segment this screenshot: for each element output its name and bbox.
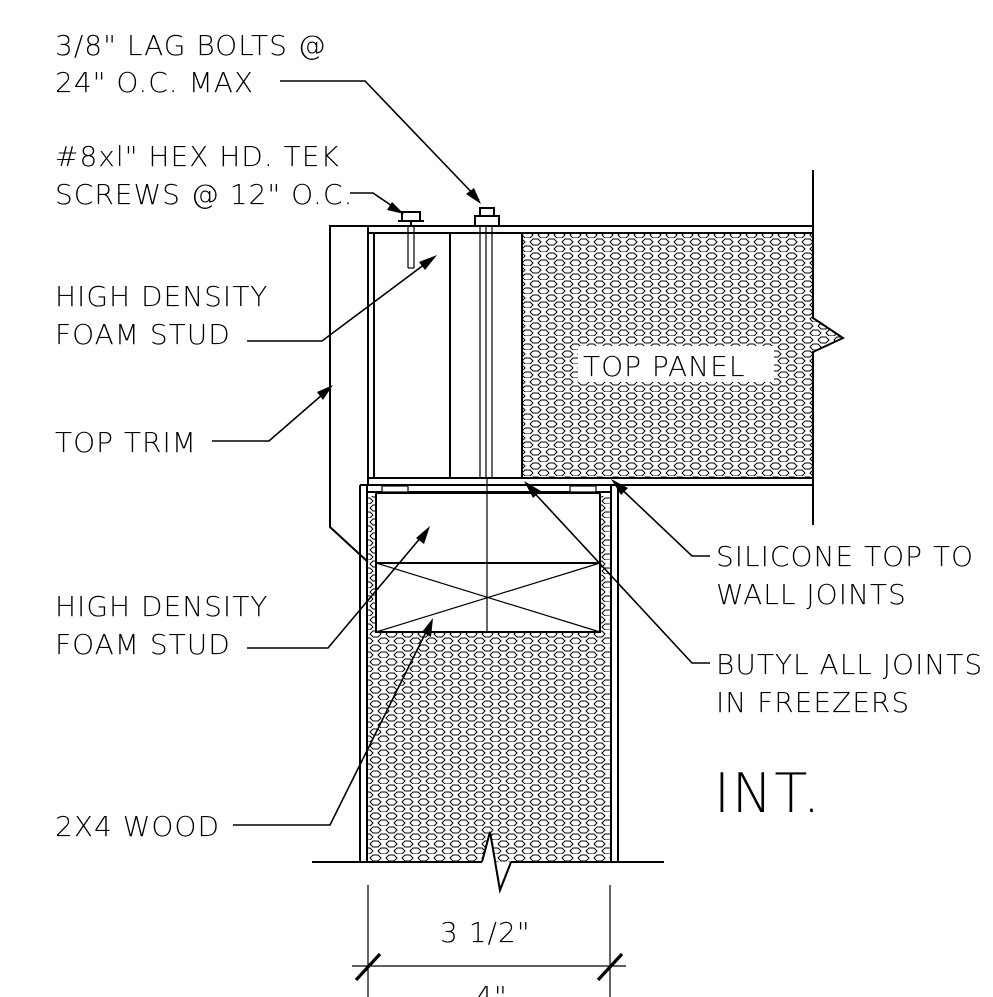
upper-foam-stud-label-line1: HIGH DENSITY <box>55 280 268 313</box>
tek-screw <box>398 211 424 226</box>
wood-label: 2X4 WOOD <box>55 810 220 843</box>
top-trim <box>329 225 369 563</box>
wall-panel <box>312 484 664 894</box>
tek-screws-label-line1: #8xl" HEX HD. TEK <box>55 140 340 173</box>
leaders <box>212 80 710 826</box>
upper-foam-stud-label-line2: FOAM STUD <box>55 318 231 351</box>
silicone-label-line1: SILICONE TOP TO <box>716 540 974 573</box>
lag-bolt <box>474 207 500 227</box>
lower-foam-stud-label-line1: HIGH DENSITY <box>55 590 268 623</box>
top-panel-label: TOP PANEL <box>583 350 745 383</box>
wood-2x4 <box>375 562 601 633</box>
tek-screws-label-line2: SCREWS @ 12" O.C. <box>55 178 353 211</box>
top-panel <box>367 170 846 525</box>
interior-label: INT. <box>714 762 822 825</box>
dimension-inner-label: 3 1/2" <box>440 916 531 949</box>
lag-bolts-label-line2: 24" O.C. MAX <box>55 66 254 99</box>
butyl-label-line2: IN FREEZERS <box>716 686 910 719</box>
upper-foam-stud <box>373 226 523 479</box>
dimensions <box>352 885 626 997</box>
lag-bolts-label-line1: 3/8" LAG BOLTS @ <box>55 29 327 62</box>
wall-panel-foam <box>376 632 602 862</box>
lower-foam-stud-label-line2: FOAM STUD <box>55 628 231 661</box>
top-trim-label: TOP TRIM <box>55 426 197 459</box>
silicone-label-line2: WALL JOINTS <box>716 578 907 611</box>
dimension-outer-label: 4" <box>475 980 508 997</box>
butyl-label-line1: BUTYL ALL JOINTS <box>716 648 983 681</box>
